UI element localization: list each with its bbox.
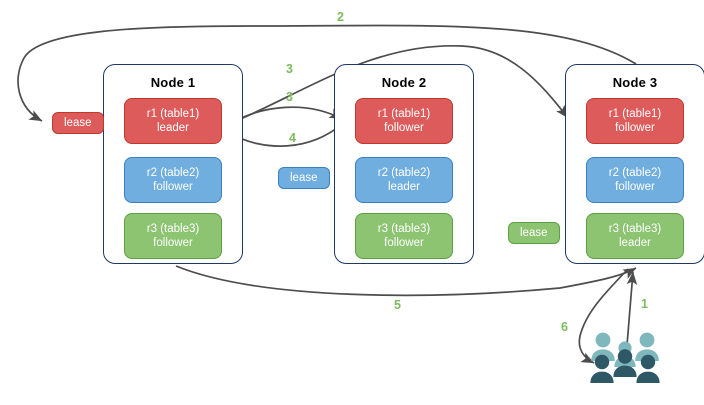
lease-badge-r3[interactable]: lease <box>508 222 560 244</box>
step-label-1: 1 <box>641 297 648 311</box>
replica-name: r1 (table1) <box>146 107 200 120</box>
replica-node3-r3[interactable]: r3 (table3) leader <box>586 213 684 259</box>
edge-step-5 <box>175 265 637 297</box>
replica-name: r3 (table3) <box>146 222 200 235</box>
replica-name: r2 (table2) <box>608 166 662 179</box>
replica-node1-r1[interactable]: r1 (table1) leader <box>124 98 222 144</box>
replica-role: follower <box>384 237 424 249</box>
node-box-node2[interactable]: Node 2 r1 (table1) follower r2 (table2) … <box>334 64 474 264</box>
replica-node2-r1[interactable]: r1 (table1) follower <box>355 98 453 144</box>
replica-role: follower <box>153 237 193 249</box>
replica-node2-r2[interactable]: r2 (table2) leader <box>355 157 453 203</box>
edge-step-4 <box>229 121 345 147</box>
replica-name: r2 (table2) <box>146 166 200 179</box>
users-group-icon <box>590 332 660 383</box>
replica-role: follower <box>615 181 655 193</box>
lease-badge-r2[interactable]: lease <box>278 167 330 189</box>
replica-name: r1 (table1) <box>377 107 431 120</box>
replica-node1-r3[interactable]: r3 (table3) follower <box>124 213 222 259</box>
step-label-4: 4 <box>289 131 296 145</box>
step-label-5: 5 <box>394 298 401 312</box>
node-title-node3: Node 3 <box>612 75 658 90</box>
replica-role: follower <box>384 122 424 134</box>
replica-name: r1 (table1) <box>608 107 662 120</box>
replica-role: leader <box>388 181 420 193</box>
replica-role: leader <box>157 122 189 134</box>
node-box-node3[interactable]: Node 3 r1 (table1) follower r2 (table2) … <box>565 64 704 264</box>
replica-name: r2 (table2) <box>377 166 431 179</box>
replica-node1-r2[interactable]: r2 (table2) follower <box>124 157 222 203</box>
replica-node3-r1[interactable]: r1 (table1) follower <box>586 98 684 144</box>
node-box-node1[interactable]: Node 1 r1 (table1) leader r2 (table2) fo… <box>103 64 243 264</box>
lease-badge-r1[interactable]: lease <box>52 112 104 134</box>
replica-node2-r3[interactable]: r3 (table3) follower <box>355 213 453 259</box>
step-label-6: 6 <box>561 320 568 334</box>
node-title-node1: Node 1 <box>150 75 196 90</box>
replica-name: r3 (table3) <box>377 222 431 235</box>
replica-name: r3 (table3) <box>608 222 662 235</box>
node-title-node2: Node 2 <box>381 75 427 90</box>
replica-role: follower <box>615 122 655 134</box>
step-label-3a: 3 <box>286 62 293 76</box>
replica-node3-r2[interactable]: r2 (table2) follower <box>586 157 684 203</box>
replica-role: follower <box>153 181 193 193</box>
replica-role: leader <box>619 237 651 249</box>
step-label-3b: 3 <box>286 90 293 104</box>
step-label-2: 2 <box>337 10 344 24</box>
